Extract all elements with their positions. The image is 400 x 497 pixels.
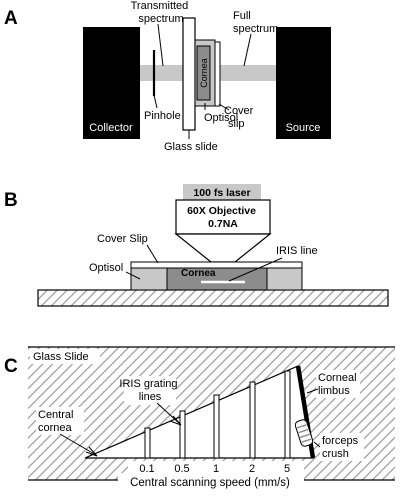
source-label: Source bbox=[286, 122, 321, 134]
panel-b-letter: B bbox=[4, 190, 18, 211]
grating-label-2: lines bbox=[139, 391, 162, 403]
panel-a-letter: A bbox=[4, 8, 18, 29]
limbus-label-1: Corneal bbox=[318, 372, 357, 384]
glass-slide-label-a: Glass slide bbox=[164, 141, 218, 153]
grating-line-0.5 bbox=[179, 410, 186, 459]
svg-text:60X Objective 0.7NA: 60X Objective 0.7NA bbox=[187, 205, 259, 230]
panel-b: B 100 fs laser 60X Objective 0.7NA Corne… bbox=[4, 184, 389, 307]
leader-lines-b bbox=[125, 244, 283, 282]
collector-block bbox=[83, 27, 140, 139]
glass-slide-b bbox=[37, 289, 389, 307]
cornea-label-a: Cornea bbox=[199, 58, 209, 88]
laser-label: 100 fs laser bbox=[193, 187, 250, 199]
full-beam bbox=[220, 65, 276, 81]
speed-label-0.5: 0.5 bbox=[174, 463, 189, 475]
panel-c-letter: C bbox=[4, 356, 18, 377]
cornea-a bbox=[196, 45, 211, 101]
label-backgrounds bbox=[4, 341, 364, 488]
speed-label-0.1: 0.1 bbox=[139, 463, 154, 475]
svg-text:Transmitted spectrum: Transmitted spectrum bbox=[131, 0, 192, 25]
grating-lines bbox=[144, 370, 291, 459]
speed-label-5: 5 bbox=[284, 463, 290, 475]
iris-line-label: IRIS line bbox=[276, 245, 318, 257]
central-cornea-label-1: Central bbox=[38, 409, 73, 421]
source-block bbox=[276, 27, 331, 139]
speed-label-2: 2 bbox=[249, 463, 255, 475]
optisol-label-b: Optisol bbox=[89, 262, 123, 274]
objective-body bbox=[175, 199, 271, 235]
objective-label-1: 60X Objective bbox=[187, 205, 256, 217]
panel-a: A Collector Source Cornea Transmit bbox=[4, 0, 331, 153]
glass-slide-a bbox=[182, 17, 196, 131]
grating-line-5 bbox=[284, 370, 291, 459]
cornea-label-b: Cornea bbox=[181, 268, 216, 279]
full-label-1: Full bbox=[233, 10, 251, 22]
central-cornea-label-2: cornea bbox=[38, 422, 73, 434]
grating-label-1: IRIS grating bbox=[119, 378, 177, 390]
grating-line-1 bbox=[213, 394, 220, 459]
svg-text:forceps crush: forceps crush bbox=[322, 435, 361, 460]
panel-c: C Glass Slide IRIS grating lines Central… bbox=[4, 341, 395, 489]
full-label-2: spectrum bbox=[233, 23, 278, 35]
transmitted-label-1: Transmitted bbox=[131, 0, 189, 12]
svg-text:Corneal limbus: Corneal limbus bbox=[318, 372, 360, 397]
transmitted-beam bbox=[140, 65, 184, 81]
speed-label-1: 1 bbox=[213, 463, 219, 475]
grating-line-0.1 bbox=[144, 427, 151, 459]
objective-tip bbox=[174, 233, 272, 263]
pinhole-label: Pinhole bbox=[144, 110, 181, 122]
leader-lines-a bbox=[153, 23, 252, 139]
limbus-label-2: limbus bbox=[318, 385, 350, 397]
cover-slip-label-a-1: Cover bbox=[224, 105, 254, 117]
svg-text:Cover slip: Cover slip bbox=[224, 105, 256, 130]
collector-label: Collector bbox=[89, 122, 133, 134]
forceps-label-1: forceps bbox=[322, 435, 359, 447]
transmitted-label-2: spectrum bbox=[138, 13, 183, 25]
svg-text:IRIS grating lines: IRIS grating lines bbox=[119, 378, 180, 403]
cover-slip-a bbox=[214, 41, 221, 107]
svg-text:Full spectrum: Full spectrum bbox=[233, 10, 278, 35]
objective-label-2: 0.7NA bbox=[208, 218, 238, 230]
optisol-label-a: Optisol bbox=[204, 112, 238, 124]
speed-axis-label: Central scanning speed (mm/s) bbox=[130, 477, 290, 489]
forceps-label-2: crush bbox=[322, 448, 349, 460]
forceps-crush-mark bbox=[294, 419, 314, 447]
glass-slide-label-c: Glass Slide bbox=[33, 351, 89, 363]
svg-text:Central cornea: Central cornea bbox=[38, 409, 77, 434]
cover-slip-b bbox=[130, 261, 303, 269]
laser-box bbox=[183, 184, 261, 200]
cover-slip-label-b: Cover Slip bbox=[97, 233, 148, 245]
cover-slip-label-a-2: slip bbox=[228, 118, 245, 130]
grating-line-2 bbox=[249, 381, 256, 459]
leader-arrows-c bbox=[59, 388, 321, 457]
